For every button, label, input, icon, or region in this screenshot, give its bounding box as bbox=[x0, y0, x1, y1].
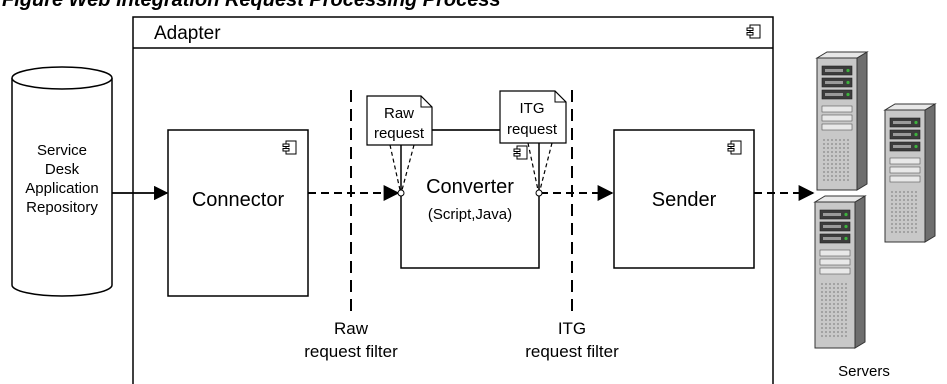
converter-label: Converter bbox=[426, 176, 514, 198]
repository-line-1: Service bbox=[37, 142, 87, 159]
component-icon bbox=[282, 140, 297, 155]
repository-cylinder: Service Desk Application Repository bbox=[11, 66, 113, 297]
repository-line-4: Repository bbox=[26, 199, 98, 216]
repository-line-3: Application bbox=[25, 180, 98, 197]
connector-component: Connector bbox=[167, 129, 309, 297]
connector-label: Connector bbox=[192, 189, 285, 211]
itg-note-line-1: ITG bbox=[520, 100, 545, 117]
sender-label: Sender bbox=[652, 189, 717, 211]
server-tower-1 bbox=[815, 51, 869, 191]
raw-request-note: Raw request bbox=[366, 95, 433, 197]
component-icon bbox=[513, 145, 528, 160]
adapter-label: Adapter bbox=[154, 23, 221, 44]
itg-filter-label-2: request filter bbox=[525, 342, 619, 361]
raw-filter-label-1: Raw bbox=[334, 319, 369, 338]
server-tower-3 bbox=[813, 195, 867, 349]
raw-filter-label-2: request filter bbox=[304, 342, 398, 361]
figure-title: Figure Web Integration Request Processin… bbox=[2, 0, 501, 11]
repository-line-2: Desk bbox=[45, 161, 80, 178]
component-icon bbox=[727, 140, 742, 155]
sender-component: Sender bbox=[613, 129, 755, 269]
itg-request-note: ITG request bbox=[499, 90, 567, 197]
itg-note-line-2: request bbox=[507, 121, 558, 138]
raw-note-line-1: Raw bbox=[384, 105, 414, 122]
raw-note-line-2: request bbox=[374, 125, 425, 142]
servers-label: Servers bbox=[838, 363, 890, 380]
server-tower-2 bbox=[883, 103, 937, 243]
converter-sublabel: (Script,Java) bbox=[428, 206, 512, 223]
converter-component: Converter (Script,Java) bbox=[400, 129, 540, 269]
component-icon bbox=[746, 24, 761, 39]
itg-filter-label-1: ITG bbox=[558, 319, 586, 338]
